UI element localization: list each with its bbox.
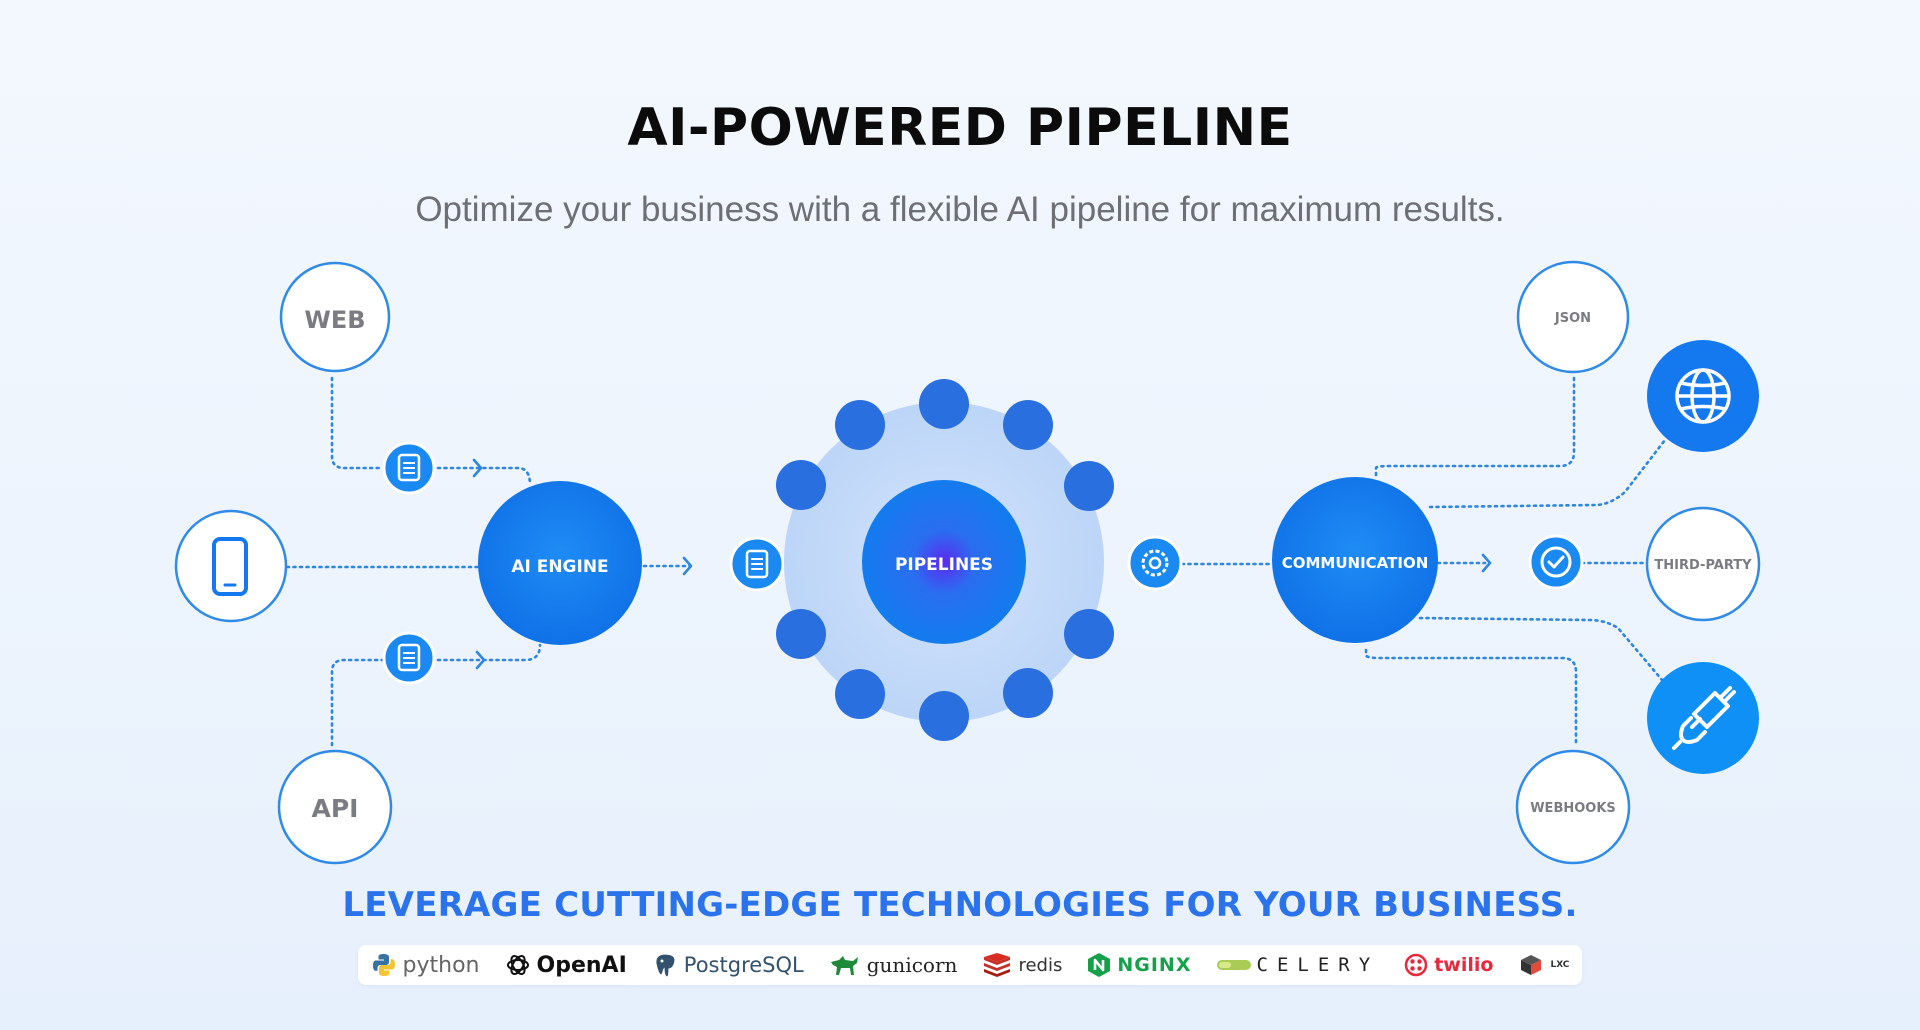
document-icon [729, 536, 785, 592]
connector-webhooks [1364, 648, 1578, 747]
output-json-node: JSON [1516, 260, 1630, 374]
arrow-web [472, 458, 483, 478]
connector-api-2 [436, 643, 542, 662]
pipeline-dot [776, 460, 826, 510]
communication-label: COMMUNICATION [1282, 554, 1429, 572]
connector-plug [1418, 616, 1664, 682]
tech-openai-label: OpenAI [536, 952, 627, 978]
python-logo-icon [372, 954, 395, 976]
pipelines-label: PIPELINES [895, 555, 993, 575]
communication-node: COMMUNICATION [1272, 477, 1438, 643]
pipeline-dot [1003, 668, 1053, 718]
input-web-node: WEB [279, 261, 391, 373]
tech-redis: redis [982, 952, 1062, 978]
pipelines-hub: PIPELINES [776, 379, 1114, 741]
arrow-comm [1481, 553, 1492, 573]
tech-celery-label: CELERY [1256, 954, 1380, 976]
pipeline-dots [776, 379, 1114, 741]
pipeline-dot [919, 379, 969, 429]
tech-lxc: LXC [1518, 952, 1569, 978]
gunicorn-logo-icon [830, 956, 858, 975]
ai-engine-label: AI ENGINE [511, 557, 608, 577]
pipeline-dot [1003, 400, 1053, 450]
output-globe-node [1647, 340, 1759, 452]
arrow-engine [682, 556, 693, 576]
input-api-label: API [312, 794, 359, 823]
tech-python: python [371, 952, 480, 978]
output-third-party-node: THIRD-PARTY [1645, 506, 1761, 622]
tech-twilio-label: twilio [1434, 954, 1494, 976]
tech-nginx: NGINX [1087, 952, 1191, 978]
twilio-logo-icon [1404, 953, 1428, 977]
lxc-logo-icon [1521, 955, 1542, 975]
redis-logo-icon [984, 953, 1011, 977]
plug-icon [1672, 686, 1736, 750]
arrow-api [475, 650, 486, 670]
document-icon [382, 631, 436, 685]
gear-icon [1127, 535, 1183, 591]
tech-gunicorn-label: gunicorn [866, 953, 958, 977]
ai-engine-node: AI ENGINE [478, 481, 642, 645]
pipeline-dot [1064, 609, 1114, 659]
input-api-node: API [277, 749, 393, 865]
tagline: LEVERAGE CUTTING-EDGE TECHNOLOGIES FOR Y… [342, 885, 1578, 925]
tech-redis-label: redis [1018, 954, 1063, 976]
tech-openai: OpenAI [505, 952, 627, 978]
output-webhooks-label: WEBHOOKS [1530, 801, 1616, 816]
globe-icon [1675, 368, 1731, 424]
tech-twilio: twilio [1404, 953, 1493, 977]
pipeline-dot [776, 609, 826, 659]
connector-globe [1428, 438, 1667, 509]
page-title: AI-POWERED PIPELINE [627, 98, 1293, 158]
output-plug-node [1647, 662, 1759, 774]
pipeline-dot [1064, 461, 1114, 511]
page-subtitle: Optimize your business with a flexible A… [415, 190, 1505, 229]
pipeline-diagram: WEB API AI ENGINE [174, 260, 1761, 865]
connector-web [330, 376, 385, 470]
nginx-logo-icon [1088, 953, 1111, 977]
tech-postgresql: PostgreSQL [652, 951, 804, 979]
celery-logo-icon [1216, 960, 1251, 970]
pipeline-dot [835, 400, 885, 450]
output-third-party-label: THIRD-PARTY [1654, 558, 1752, 573]
postgresql-logo-icon [655, 953, 676, 978]
tech-postgresql-label: PostgreSQL [683, 953, 804, 977]
pipeline-dot [835, 669, 885, 719]
connector-web-2 [436, 466, 532, 487]
output-json-label: JSON [1554, 311, 1591, 326]
tech-lxc-label: LXC [1550, 960, 1570, 970]
technology-logos-bar: python OpenAI PostgreSQL gunicorn [358, 945, 1582, 985]
pipeline-dot [919, 691, 969, 741]
connector-json [1374, 372, 1576, 477]
tech-gunicorn: gunicorn [829, 952, 958, 978]
input-mobile-node [174, 509, 288, 623]
document-icon [382, 441, 436, 495]
tech-nginx-label: NGINX [1117, 954, 1192, 976]
tech-python-label: python [402, 952, 480, 978]
connector-api [330, 658, 385, 747]
check-circle-icon [1528, 534, 1584, 590]
input-web-label: WEB [304, 306, 365, 334]
smartphone-icon [212, 537, 248, 596]
openai-logo-icon [506, 954, 529, 976]
output-webhooks-node: WEBHOOKS [1515, 749, 1631, 865]
tech-celery: CELERY [1216, 954, 1380, 976]
